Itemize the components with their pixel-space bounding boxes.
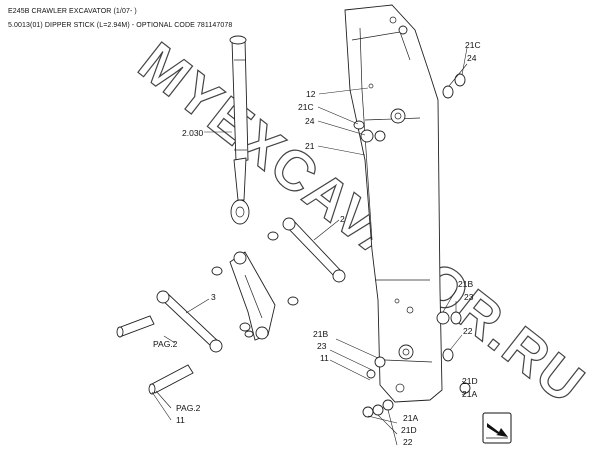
leader-lines xyxy=(151,47,469,446)
pin-lower xyxy=(148,364,194,395)
link-2 xyxy=(282,217,346,283)
callout-22-bottom: 22 xyxy=(403,437,413,447)
callout-24-top: 24 xyxy=(467,53,477,63)
callout-22-right: 22 xyxy=(463,326,473,336)
next-page-arrow-icon[interactable] xyxy=(482,412,512,444)
section-title: 5.0013(01) DIPPER STICK (L=2.94M) - OPTI… xyxy=(8,22,233,29)
callout-2030: 2.030 xyxy=(182,128,204,138)
callout-21: 21 xyxy=(305,141,315,151)
callout-3: 3 xyxy=(211,292,216,302)
link-3 xyxy=(156,290,223,353)
dipper-stick xyxy=(344,4,443,403)
callout-24-mid: 24 xyxy=(305,116,315,126)
callout-11-left: 11 xyxy=(320,353,329,363)
bushings xyxy=(211,73,471,418)
callout-11-bottom: 11 xyxy=(176,415,185,425)
callout-21b-left: 21B xyxy=(313,329,328,339)
callout-21a-right: 21A xyxy=(462,389,477,399)
callout-23-left: 23 xyxy=(317,341,327,351)
callout-21a-bottom: 21A xyxy=(403,413,418,423)
hydraulic-cylinder xyxy=(229,35,250,225)
callout-pag2-upper: PAG.2 xyxy=(153,339,178,349)
callout-21b-right: 21B xyxy=(458,279,473,289)
callout-21c-top: 21C xyxy=(465,40,481,50)
callout-21d-bottom: 21D xyxy=(401,425,417,435)
rocker-link xyxy=(229,251,276,341)
callout-23-right: 23 xyxy=(464,292,474,302)
callout-12: 12 xyxy=(306,89,316,99)
callout-pag2-lower: PAG.2 xyxy=(176,403,201,413)
document-title: E245B CRAWLER EXCAVATOR (1/07- ) xyxy=(8,8,137,15)
callout-2: 2 xyxy=(340,214,345,224)
callout-21d-right: 21D xyxy=(462,376,478,386)
callout-21c-mid: 21C xyxy=(298,102,314,112)
pin-upper xyxy=(116,315,155,338)
